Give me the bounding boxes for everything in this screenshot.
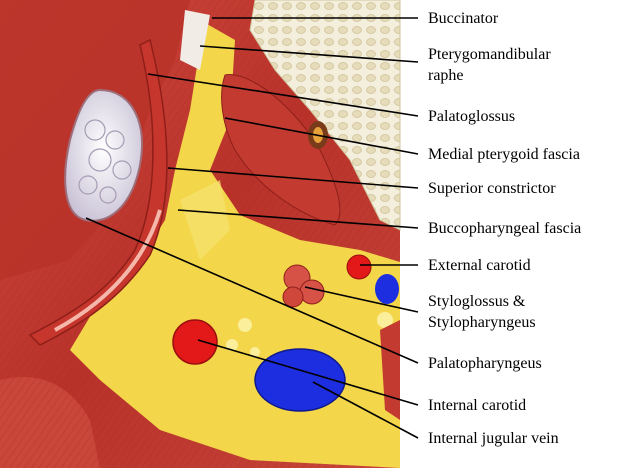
label-styloglossus-stylopharyngeus: Styloglossus &Stylopharyngeus — [428, 291, 536, 333]
anatomy-illustration — [0, 0, 400, 468]
label-buccinator: Buccinator — [428, 8, 498, 29]
label-medial-pterygoid-fascia: Medial pterygoid fascia — [428, 144, 580, 165]
label-palatoglossus: Palatoglossus — [428, 106, 515, 127]
label-internal-carotid: Internal carotid — [428, 395, 526, 416]
label-superior-constrictor: Superior constrictor — [428, 178, 556, 199]
internal-carotid-vessel — [173, 320, 217, 364]
label-external-carotid: External carotid — [428, 255, 531, 276]
label-internal-jugular-vein: Internal jugular vein — [428, 428, 559, 449]
label-buccopharyngeal-fascia: Buccopharyngeal fascia — [428, 218, 581, 239]
external-carotid-vessel — [347, 255, 371, 279]
small-vein — [375, 274, 399, 304]
label-palatopharyngeus: Palatopharyngeus — [428, 353, 542, 374]
